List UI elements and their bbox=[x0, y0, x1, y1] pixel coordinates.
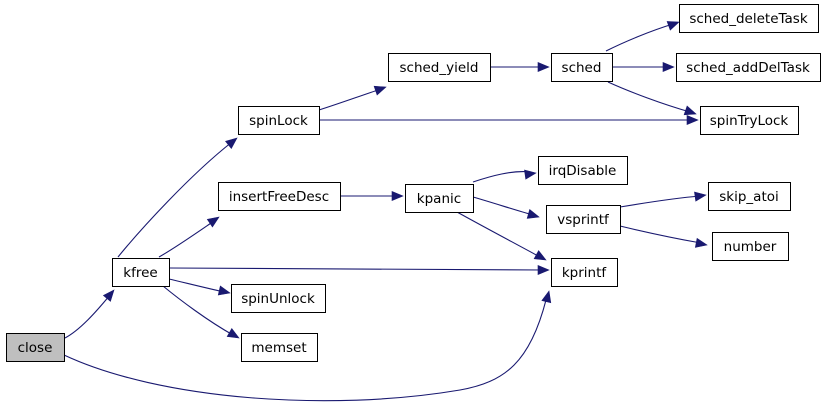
edge-vsprintf-skip_atoi bbox=[619, 195, 701, 208]
arrowhead-kpanic-irqDisable bbox=[524, 169, 537, 180]
node-sched_yield[interactable]: sched_yield bbox=[388, 53, 491, 82]
edge-sched-deleteTask bbox=[605, 23, 674, 52]
arrowhead-close-kfree bbox=[102, 289, 115, 302]
node-label-vsprintf: vsprintf bbox=[557, 212, 610, 228]
node-memset[interactable]: memset bbox=[241, 333, 318, 362]
node-box-insertFreeDesc[interactable] bbox=[218, 182, 341, 211]
arrowhead-vsprintf-skip_atoi bbox=[694, 191, 707, 202]
node-kprintf[interactable]: kprintf bbox=[551, 258, 618, 287]
arrowhead-spinLock-sched_yield bbox=[373, 85, 387, 96]
node-skip_atoi[interactable]: skip_atoi bbox=[708, 182, 791, 211]
node-label-sched_addDelTask: sched_addDelTask bbox=[686, 60, 810, 76]
arrowhead-kfree-memset bbox=[226, 327, 240, 339]
node-box-vsprintf[interactable] bbox=[546, 205, 621, 234]
node-close[interactable]: close bbox=[6, 333, 65, 362]
edge-kfree-spinLock bbox=[117, 141, 233, 258]
node-box-kprintf[interactable] bbox=[551, 258, 618, 287]
node-box-spinTryLock[interactable] bbox=[700, 106, 799, 135]
edge-kpanic-kprintf bbox=[456, 211, 541, 258]
arrowhead-kfree-insertFreeDesc bbox=[206, 216, 220, 228]
arrowhead-kfree-kprintf bbox=[537, 264, 550, 276]
edge-kfree-spinUnlock bbox=[168, 278, 225, 293]
node-kfree[interactable]: kfree bbox=[112, 258, 170, 287]
node-box-skip_atoi[interactable] bbox=[708, 182, 791, 211]
node-label-sched_deleteTask: sched_deleteTask bbox=[689, 11, 807, 27]
arrowhead-spinLock-spinTryLock bbox=[686, 114, 699, 126]
arrowhead-kpanic-kprintf bbox=[533, 250, 547, 261]
node-box-irqDisable[interactable] bbox=[538, 156, 628, 185]
node-label-kpanic: kpanic bbox=[417, 191, 461, 207]
node-label-insertFreeDesc: insertFreeDesc bbox=[229, 189, 329, 205]
node-box-spinLock[interactable] bbox=[238, 106, 320, 135]
node-sched_addDelTask[interactable]: sched_addDelTask bbox=[676, 53, 821, 82]
node-box-sched[interactable] bbox=[551, 53, 613, 82]
arrowhead-kpanic-vsprintf bbox=[526, 209, 540, 219]
node-kpanic[interactable]: kpanic bbox=[405, 184, 474, 213]
node-box-kpanic[interactable] bbox=[405, 184, 474, 213]
node-irqDisable[interactable]: irqDisable bbox=[538, 156, 628, 185]
node-box-kfree[interactable] bbox=[112, 258, 170, 287]
edge-vsprintf-number bbox=[619, 225, 702, 244]
node-number[interactable]: number bbox=[712, 232, 789, 261]
arrowhead-sched-addDelTask bbox=[662, 61, 675, 73]
edge-spinLock-sched_yield bbox=[318, 88, 382, 111]
edge-kfree-insertFreeDesc bbox=[158, 220, 215, 258]
node-box-spinUnlock[interactable] bbox=[231, 284, 326, 313]
arrowhead-insert-kpanic bbox=[391, 190, 404, 202]
arrowhead-sched-deleteTask bbox=[666, 21, 680, 31]
node-box-memset[interactable] bbox=[241, 333, 318, 362]
edge-sched-spinTryLock bbox=[607, 81, 691, 113]
node-box-sched_deleteTask[interactable] bbox=[679, 4, 819, 33]
node-insertFreeDesc[interactable]: insertFreeDesc bbox=[218, 182, 341, 211]
arrowhead-sched-spinTryLock bbox=[683, 105, 697, 116]
node-label-spinTryLock: spinTryLock bbox=[710, 113, 789, 129]
node-spinTryLock[interactable]: spinTryLock bbox=[700, 106, 799, 135]
edge-kpanic-irqDisable bbox=[472, 171, 532, 183]
node-label-close: close bbox=[18, 340, 53, 356]
node-box-sched_addDelTask[interactable] bbox=[676, 53, 821, 82]
node-sched[interactable]: sched bbox=[551, 53, 613, 82]
node-label-memset: memset bbox=[251, 340, 306, 356]
edges-layer bbox=[63, 21, 708, 402]
node-spinUnlock[interactable]: spinUnlock bbox=[231, 284, 326, 313]
edge-kpanic-vsprintf bbox=[472, 196, 534, 216]
node-box-close[interactable] bbox=[6, 333, 65, 362]
node-label-sched: sched bbox=[562, 60, 602, 76]
arrowhead-kfree-spinUnlock bbox=[217, 285, 231, 296]
node-label-spinUnlock: spinUnlock bbox=[241, 291, 315, 307]
edge-close-kprintf bbox=[63, 299, 547, 402]
edge-close-kfree bbox=[64, 294, 111, 339]
nodes-layer: close kfree spinLock insertFreeDesc spinUnlo… bbox=[6, 4, 821, 362]
node-box-number[interactable] bbox=[712, 232, 789, 261]
node-label-kprintf: kprintf bbox=[562, 265, 608, 281]
arrowhead-close-kprintf bbox=[541, 290, 552, 304]
edge-kfree-kprintf bbox=[168, 267, 544, 271]
arrowhead-sched_yield-sched bbox=[537, 61, 550, 73]
node-label-number: number bbox=[724, 239, 777, 255]
edge-kfree-memset bbox=[162, 285, 234, 336]
node-spinLock[interactable]: spinLock bbox=[238, 106, 320, 135]
arrowhead-kfree-spinLock bbox=[225, 137, 238, 150]
node-label-irqDisable: irqDisable bbox=[549, 163, 617, 179]
node-label-sched_yield: sched_yield bbox=[399, 60, 478, 76]
node-label-skip_atoi: skip_atoi bbox=[719, 189, 779, 205]
node-label-kfree: kfree bbox=[123, 265, 157, 281]
node-label-spinLock: spinLock bbox=[249, 113, 308, 129]
node-vsprintf[interactable]: vsprintf bbox=[546, 205, 621, 234]
node-box-sched_yield[interactable] bbox=[388, 53, 491, 82]
arrowhead-vsprintf-number bbox=[694, 237, 708, 248]
node-sched_deleteTask[interactable]: sched_deleteTask bbox=[679, 4, 819, 33]
